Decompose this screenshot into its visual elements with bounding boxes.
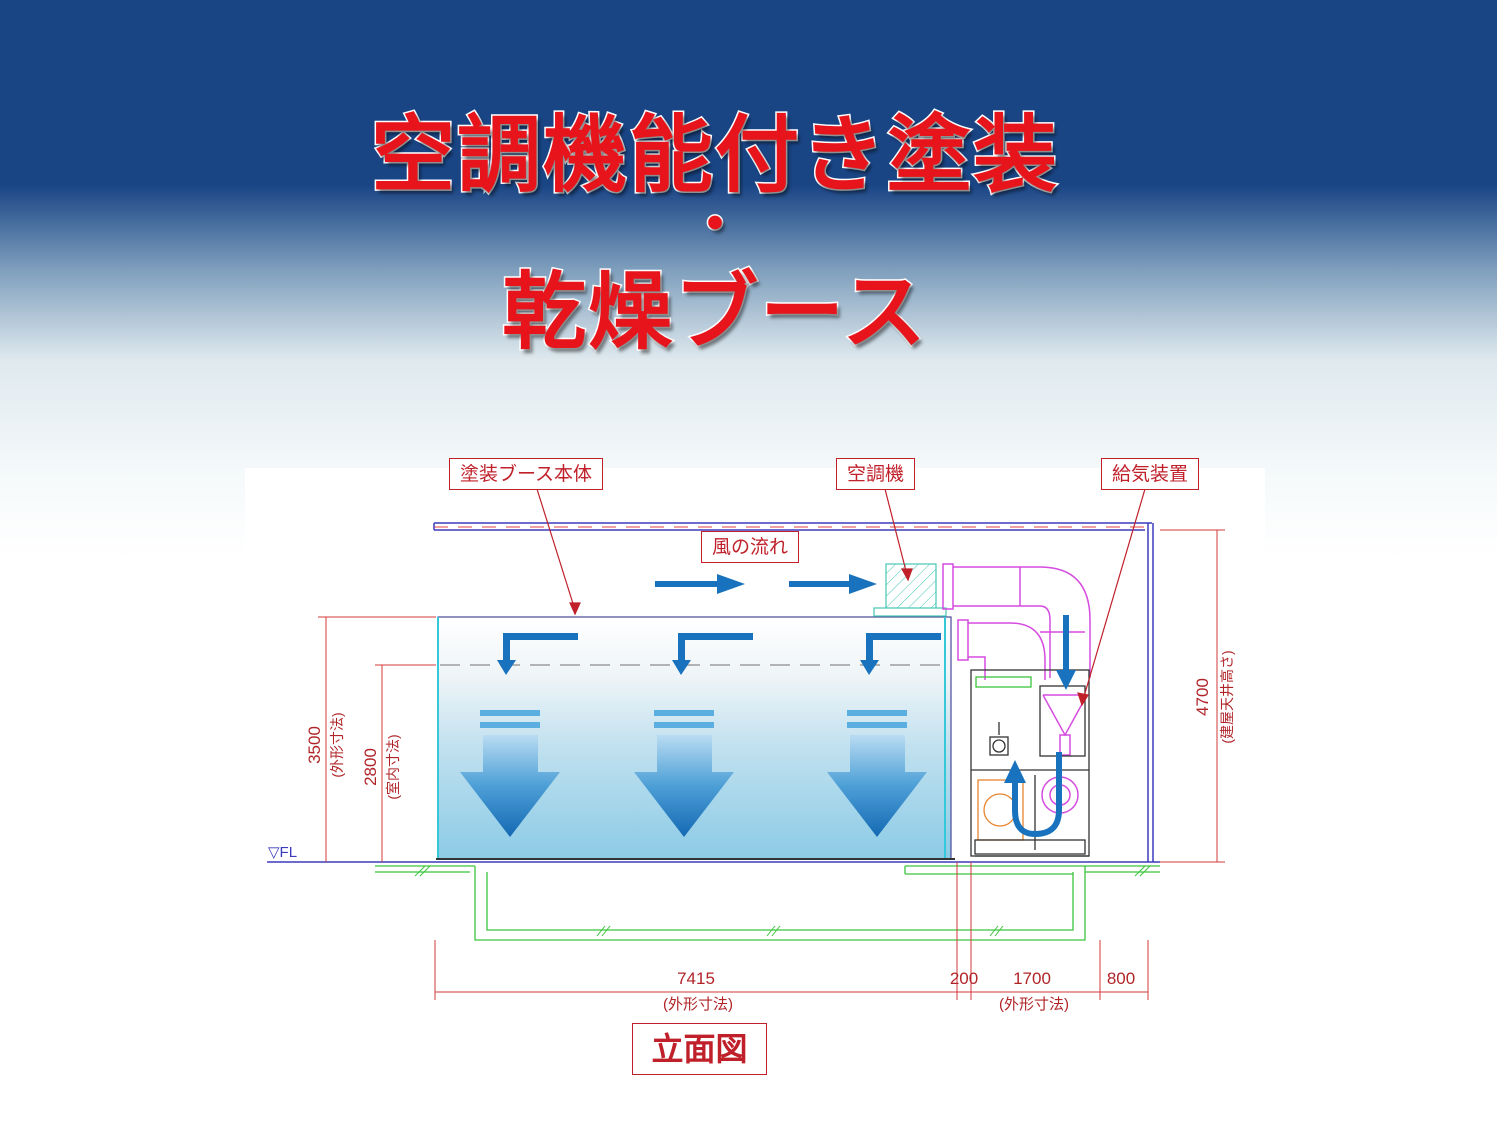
ceiling-height-value: 4700 (1193, 678, 1212, 716)
title-line-3: 乾燥ブース (501, 262, 928, 363)
title-line-1: 空調機能付き塗装 (369, 105, 1059, 206)
elevation-diagram: 3500 (外形寸法) 2800 (室内寸法) 4700 (建屋天井高さ) 74… (245, 468, 1265, 1028)
dimension-lines (318, 529, 1225, 1000)
unit-width-note: (外形寸法) (999, 996, 1069, 1013)
flow-arrow-down (460, 710, 927, 837)
outer-height-note: (外形寸法) (329, 712, 345, 777)
booth-body-label: 塗装ブース本体 (449, 458, 604, 490)
duct (942, 563, 1091, 814)
air-supply-unit-label: 給気装置 (1101, 458, 1200, 490)
air-flow-label: 風の流れ (701, 531, 800, 563)
flow-arrow-horizontal (655, 574, 877, 594)
air-conditioner-label: 空調機 (836, 458, 916, 490)
leader-lines (536, 488, 1146, 707)
booth-width-note: (外形寸法) (663, 996, 733, 1013)
title-separator: ・ (686, 192, 745, 260)
outer-height-value: 3500 (305, 726, 324, 764)
flow-arrow-elbow (497, 633, 941, 675)
elevation-view-title: 立面図 (632, 1023, 767, 1075)
hatch-ticks (414, 865, 1151, 937)
inner-height-value: 2800 (361, 748, 380, 786)
air-supply-unit (970, 669, 1090, 857)
unit-width-value: 1700 (1013, 969, 1051, 988)
inner-height-note: (室内寸法) (385, 734, 401, 799)
booth-width-value: 7415 (677, 969, 715, 988)
ceiling-height-note: (建屋天井高さ) (1219, 650, 1235, 743)
clearance-value: 800 (1107, 969, 1135, 988)
flow-arrow-supply (1012, 615, 1069, 838)
floor-level-mark: ▽FL (268, 844, 297, 861)
gap-value: 200 (950, 969, 978, 988)
building-outline (433, 522, 1154, 862)
